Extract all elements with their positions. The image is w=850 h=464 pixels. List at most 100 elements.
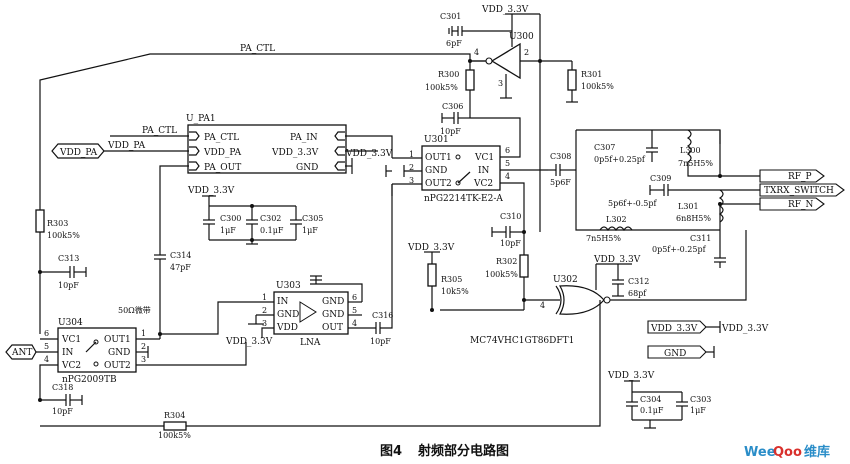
part-label: LNA — [300, 338, 321, 348]
pin-number: 4 — [474, 48, 479, 57]
decoupling-bank-b: VDD_3.3V C304 0.1μF C303 1μF — [607, 371, 711, 429]
watermark-part: 维库 — [804, 444, 830, 460]
pin-label: IN — [478, 166, 490, 176]
ref-label: R305 — [441, 275, 462, 284]
watermark-part: Wee — [744, 445, 776, 460]
resistor-r305: VDD_3.3V R305 10k5% — [407, 243, 469, 310]
ref-label: C310 — [500, 212, 521, 221]
port-label: VDD_PA — [59, 148, 98, 158]
rf-switch-u301: U301 OUT1 GND OUT2 VC1 IN VC2 nPG2214TK-… — [409, 135, 510, 204]
ref-label: L301 — [678, 202, 699, 211]
capacitor-c318: C318 10pF — [40, 383, 83, 416]
resistor-r300: R300 100k5% — [425, 61, 475, 118]
value-label: 100k5% — [485, 270, 518, 279]
pin-number: 6 — [352, 293, 357, 302]
pin-number: 2 — [409, 163, 414, 172]
xor-gate-u302: U302 4 MC74VHC1GT86DFT1 VDD_3.3V — [440, 230, 747, 346]
pin-number: 2 — [141, 342, 146, 351]
antenna-switch-u304: U304 VC1 IN VC2 OUT1 GND OUT2 nPG2009TB … — [44, 318, 146, 385]
pin-label: GND — [296, 163, 318, 173]
net-pa-ctl: PA_CTL — [39, 44, 486, 210]
pin-label: VDD — [276, 323, 298, 333]
port-label: ANT — [11, 348, 32, 358]
power-connection-gnd: GND — [647, 345, 715, 359]
decoupling-bank-a: VDD_3.3V C300 1μF C302 0.1μF C305 1μF — [187, 186, 323, 245]
ref-label: C314 — [170, 251, 191, 260]
ref-label: C318 — [52, 383, 73, 392]
pin-number: 1 — [141, 329, 146, 338]
power-connection-vdd: VDD_3.3V VDD_3.3V — [647, 320, 769, 334]
buffer-u300: U300 4 2 3 — [470, 14, 541, 99]
vdd-pa-port: VDD_PA — [51, 143, 105, 159]
inductor-l301: L301 6n8H5% — [676, 189, 724, 223]
ref-label: U302 — [553, 275, 578, 285]
ant-port: ANT — [5, 344, 37, 360]
value-label: 100k5% — [158, 431, 191, 440]
pin-label: GND — [277, 310, 299, 320]
figure-number: 图4 — [380, 444, 402, 459]
pin-label: VC1 — [61, 335, 81, 345]
resistor-r303: R303 100k5% — [35, 209, 80, 334]
net-label: VDD_3.3V — [345, 149, 393, 159]
net-label: VDD_3.3V — [407, 243, 455, 253]
net-label: VDD_PA — [107, 141, 146, 151]
ref-label: R300 — [438, 70, 459, 79]
ref-label: L302 — [606, 215, 627, 224]
capacitor-c310: C310 10pF — [491, 212, 524, 248]
value-label: 10pF — [58, 281, 79, 290]
ref-label: U303 — [276, 281, 301, 291]
ref-label: R301 — [581, 70, 602, 79]
pin-label: VC2 — [473, 179, 493, 189]
value-label: 10pF — [52, 407, 73, 416]
ref-label: C305 — [302, 214, 323, 223]
ref-label: R303 — [47, 219, 68, 228]
pin-number: 3 — [141, 355, 146, 364]
pin-number: 1 — [409, 150, 414, 159]
ref-label: U304 — [58, 318, 83, 328]
port-label: RF_P — [788, 172, 812, 182]
value-label: 5p6F — [550, 178, 571, 187]
ref-label: C303 — [690, 395, 711, 404]
part-label: nPG2214TK-E2-A — [424, 194, 503, 204]
ref-label: U301 — [424, 135, 449, 145]
capacitor-c311: C311 0p5f+-0.25pf — [652, 234, 711, 254]
value-label: 0p5f+0.25pf — [594, 155, 646, 164]
port-label: RF_N — [788, 200, 814, 210]
pin-number: 4 — [540, 301, 545, 310]
capacitor-c301: C301 6pF — [440, 12, 512, 48]
net-label: VDD_3.3V — [187, 186, 235, 196]
pin-number: 6 — [44, 329, 49, 338]
pin-label: PA_CTL — [204, 133, 239, 143]
capacitor-c313: C313 10pF — [40, 254, 87, 290]
pin-number: 6 — [505, 146, 510, 155]
capacitor-c307: C307 0p5f+0.25pf — [594, 130, 658, 164]
capacitor-c312: C312 68pf — [612, 264, 649, 298]
value-label: 0.1μF — [640, 406, 664, 415]
ref-label: C313 — [58, 254, 79, 263]
value-label: 100k5% — [425, 83, 458, 92]
pin-number: 2 — [524, 48, 529, 57]
pin-label: VC1 — [474, 153, 494, 163]
pin-label: VC2 — [61, 361, 81, 371]
value-label: 100k5% — [581, 82, 614, 91]
value-label: 6n8H5% — [676, 214, 711, 223]
capacitor-c316: C316 10pF — [370, 184, 393, 346]
ref-label: C302 — [260, 214, 281, 223]
resistor-r302: R302 100k5% — [485, 254, 529, 279]
net-label: VDD_3.3V — [650, 324, 698, 334]
value-label: 10pF — [500, 239, 521, 248]
value-label: 1μF — [690, 406, 706, 415]
pin-label: VDD_PA — [203, 148, 242, 158]
net-label: VDD_3.3V — [593, 255, 641, 265]
pin-label: VDD_3.3V — [271, 148, 319, 158]
pin-number: 5 — [44, 342, 49, 351]
value-label: 5p6f+-0.5pf — [608, 199, 658, 208]
value-label: 7n5H5% — [678, 159, 713, 168]
capacitor-c309: C309 5p6f+-0.5pf — [608, 174, 720, 208]
pin-number: 3 — [498, 79, 503, 88]
capacitor-c314: C314 47pF 50Ω微带 — [118, 251, 191, 332]
value-label: 10pF — [370, 337, 391, 346]
pin-label: PA_OUT — [204, 163, 241, 173]
value-label: 1μF — [220, 226, 236, 235]
